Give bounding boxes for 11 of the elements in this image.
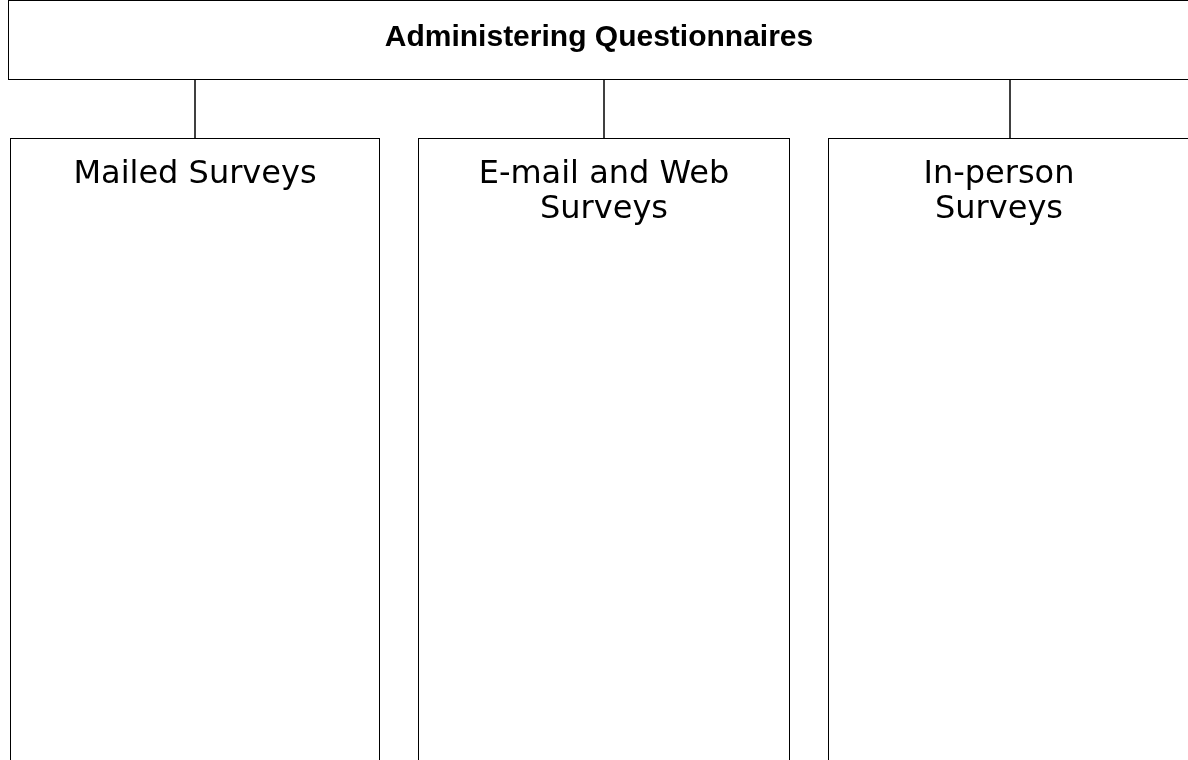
root-label: Administering Questionnaires — [383, 19, 815, 52]
category-box — [418, 138, 790, 760]
connector-line — [603, 79, 605, 139]
category-label: Mailed Surveys — [72, 155, 318, 191]
category-box — [828, 138, 1188, 760]
title-box — [8, 0, 1188, 80]
connector-line — [194, 79, 196, 139]
category-label: In-person Surveys — [922, 155, 1076, 226]
category-box — [10, 138, 380, 760]
connector-line — [1009, 79, 1011, 139]
category-label: E-mail and Web Surveys — [477, 155, 731, 226]
